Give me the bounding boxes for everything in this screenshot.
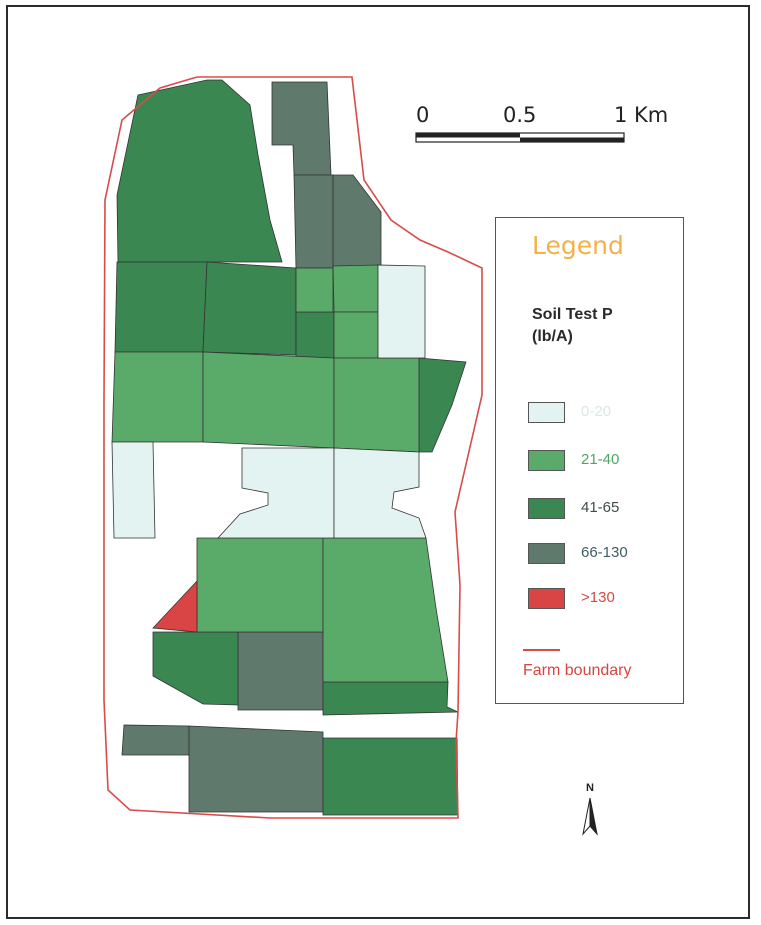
field-21-40 bbox=[295, 267, 334, 313]
legend-swatch bbox=[528, 543, 565, 564]
north-label: N bbox=[586, 782, 594, 794]
field-0-20 bbox=[217, 447, 335, 539]
field-41-65 bbox=[418, 357, 467, 453]
legend-item-0-20: 0-20 bbox=[528, 402, 678, 424]
legend-label: 21-40 bbox=[581, 451, 620, 468]
field-0-20 bbox=[377, 264, 426, 359]
field-21-40 bbox=[196, 537, 324, 633]
legend-swatch bbox=[528, 498, 565, 519]
field-66-130 bbox=[121, 724, 190, 756]
legend-label: >130 bbox=[581, 589, 615, 606]
legend-swatch bbox=[528, 402, 565, 423]
legend-boundary-label: Farm boundary bbox=[523, 662, 632, 679]
legend-item-gt-130: >130 bbox=[528, 588, 678, 610]
field-21-40 bbox=[333, 311, 379, 359]
fields-0-20 bbox=[111, 264, 427, 539]
legend-item-41-65: 41-65 bbox=[528, 498, 678, 520]
field-0-20 bbox=[111, 441, 156, 539]
north-arrow-icon bbox=[582, 797, 598, 836]
legend-subtitle: Soil Test P (lb/A) bbox=[532, 304, 613, 348]
legend-item-66-130: 66-130 bbox=[528, 543, 678, 565]
field-66-130 bbox=[237, 631, 324, 711]
legend-subtitle-line1: Soil Test P bbox=[532, 306, 613, 323]
field-21-40 bbox=[333, 357, 420, 453]
scale-label-0: 0 bbox=[416, 103, 430, 127]
fields-41-65 bbox=[114, 79, 467, 816]
legend-item-21-40: 21-40 bbox=[528, 450, 678, 472]
fields-66-130 bbox=[121, 81, 382, 813]
legend-swatch bbox=[528, 588, 565, 609]
legend-swatch bbox=[528, 450, 565, 471]
field-41-65 bbox=[322, 737, 459, 816]
legend-label: 66-130 bbox=[581, 544, 628, 561]
legend-boundary-line bbox=[523, 649, 560, 651]
scale-label-end: 1 Km bbox=[614, 103, 669, 127]
field-41-65 bbox=[295, 311, 335, 359]
farm-boundary bbox=[103, 76, 483, 819]
field-66-130 bbox=[188, 725, 324, 813]
field-41-65 bbox=[152, 631, 239, 706]
field-41-65 bbox=[202, 261, 297, 356]
scale-label-mid: 0.5 bbox=[503, 103, 537, 127]
field-66-130 bbox=[271, 81, 332, 176]
field-41-65 bbox=[322, 681, 459, 716]
legend-subtitle-line2: (lb/A) bbox=[532, 328, 573, 345]
fields-21-40 bbox=[111, 264, 449, 683]
field-66-130 bbox=[332, 174, 382, 269]
field-66-130 bbox=[293, 174, 334, 269]
field-21-40 bbox=[111, 351, 204, 443]
field-41-65 bbox=[116, 79, 283, 263]
field-gt-130 bbox=[152, 579, 198, 633]
legend-label: 41-65 bbox=[581, 499, 620, 516]
field-0-20 bbox=[333, 447, 427, 539]
field-21-40 bbox=[202, 351, 335, 449]
fields-gt-130 bbox=[152, 579, 198, 633]
field-41-65 bbox=[114, 261, 208, 353]
north-arrow: N bbox=[578, 782, 608, 838]
legend-label: 0-20 bbox=[581, 403, 612, 420]
legend-title: Legend bbox=[532, 231, 624, 260]
field-21-40 bbox=[332, 264, 379, 313]
field-21-40 bbox=[322, 537, 449, 683]
scale-bar bbox=[415, 132, 625, 143]
legend: Legend Soil Test P (lb/A) 0-20 21-40 41-… bbox=[495, 217, 684, 704]
